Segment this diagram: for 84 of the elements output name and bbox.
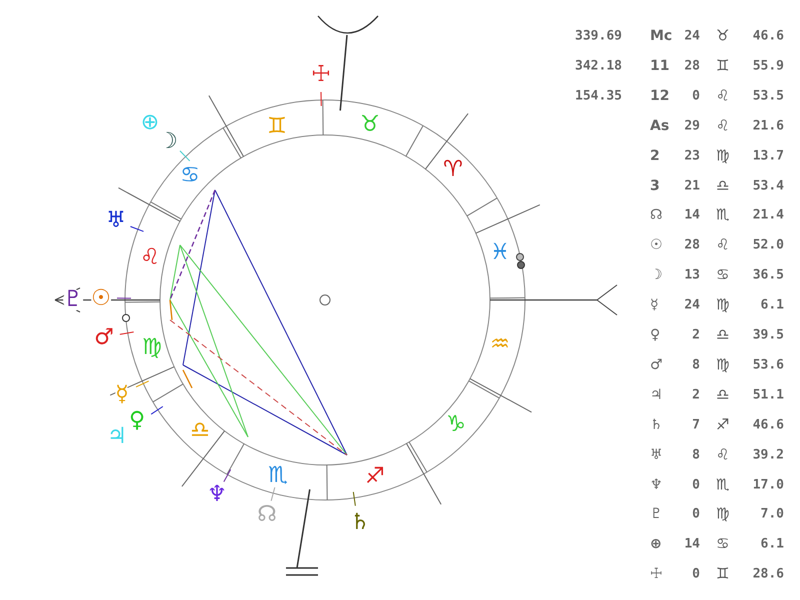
minutes-value: 6.1 bbox=[760, 298, 784, 312]
sign-symbol: ♎ bbox=[716, 328, 730, 342]
minutes-value: 21.4 bbox=[752, 208, 784, 222]
minutes-value: 6.1 bbox=[760, 538, 784, 551]
sign-symbol: ♎ bbox=[716, 387, 730, 402]
minutes-value: 17.0 bbox=[752, 478, 784, 491]
minutes-value: 28.6 bbox=[752, 568, 784, 581]
degree-value: 24 bbox=[684, 30, 700, 42]
point-label: ☿ bbox=[650, 298, 659, 312]
degree-value: 8 bbox=[692, 358, 700, 372]
sign-symbol: ♏ bbox=[716, 208, 730, 223]
sign-symbol: ♋ bbox=[716, 268, 730, 283]
point-label: ☊ bbox=[650, 208, 662, 222]
minutes-value: 53.4 bbox=[752, 179, 784, 192]
planet-symbol: ☿ bbox=[115, 384, 129, 406]
minutes-value: 51.1 bbox=[752, 388, 784, 402]
point-label: 3 bbox=[650, 178, 660, 192]
minutes-value: 53.5 bbox=[752, 89, 784, 102]
sign-symbol: ♍ bbox=[716, 148, 730, 164]
sign-symbol: ♌ bbox=[716, 88, 730, 104]
sign-symbol: ♍ bbox=[716, 506, 730, 522]
point-label: ⊕ bbox=[650, 537, 662, 552]
sign-symbol: ♎ bbox=[716, 178, 730, 193]
planet-symbol: ♇ bbox=[63, 289, 83, 311]
degree-value: 28 bbox=[684, 238, 700, 252]
point-label: 12 bbox=[650, 88, 670, 103]
degree-value: 23 bbox=[684, 149, 700, 162]
degree-value: 7 bbox=[692, 418, 700, 432]
point-label: ☩ bbox=[650, 567, 663, 582]
point-label: ☽ bbox=[650, 268, 663, 282]
point-label: ♂ bbox=[650, 358, 663, 372]
minutes-value: 13.7 bbox=[752, 149, 784, 162]
degree-value: 0 bbox=[692, 89, 700, 102]
degree-value: 0 bbox=[692, 478, 700, 491]
sign-symbol: ♐ bbox=[716, 417, 730, 432]
sign-symbol: ♉ bbox=[716, 28, 730, 44]
point-label: ♇ bbox=[650, 507, 663, 522]
sign-symbol: ♍ bbox=[716, 298, 730, 313]
longitude-value: 154.35 bbox=[575, 89, 622, 102]
sign-symbol: ♍ bbox=[716, 357, 730, 372]
minutes-value: 7.0 bbox=[760, 508, 784, 521]
minutes-value: 53.6 bbox=[752, 358, 784, 372]
longitude-value: 342.18 bbox=[575, 59, 622, 72]
degree-value: 29 bbox=[684, 119, 700, 132]
point-label: Mc bbox=[650, 29, 672, 43]
sign-symbol: ♌ bbox=[716, 447, 730, 462]
sign-symbol: ♊ bbox=[716, 566, 730, 582]
planet-symbol: ♀ bbox=[128, 410, 146, 432]
point-label: ♃ bbox=[650, 388, 663, 402]
degree-value: 2 bbox=[692, 388, 700, 402]
minutes-value: 46.6 bbox=[752, 418, 784, 432]
degree-value: 21 bbox=[684, 179, 700, 192]
minutes-value: 21.6 bbox=[752, 119, 784, 132]
sign-symbol: ♌ bbox=[716, 238, 730, 253]
point-label: ♀ bbox=[650, 328, 660, 342]
sign-symbol: ♋ bbox=[716, 536, 730, 552]
degree-value: 28 bbox=[684, 59, 700, 72]
degree-value: 24 bbox=[684, 298, 700, 312]
degree-value: 2 bbox=[692, 328, 700, 342]
minutes-value: 36.5 bbox=[752, 268, 784, 282]
minutes-value: 46.6 bbox=[752, 30, 784, 42]
point-label: 2 bbox=[650, 148, 660, 163]
minutes-value: 55.9 bbox=[752, 59, 784, 72]
point-label: 11 bbox=[650, 58, 670, 73]
sign-symbol: ♊ bbox=[716, 58, 730, 74]
longitude-value: 339.69 bbox=[575, 30, 622, 42]
degree-value: 14 bbox=[684, 538, 700, 551]
point-label: ♅ bbox=[650, 448, 663, 462]
degree-value: 14 bbox=[684, 208, 700, 222]
degree-value: 0 bbox=[692, 568, 700, 581]
minutes-value: 52.0 bbox=[752, 238, 784, 252]
point-label: ♄ bbox=[650, 418, 663, 432]
minutes-value: 39.5 bbox=[752, 328, 784, 342]
minutes-value: 39.2 bbox=[752, 448, 784, 462]
degree-value: 8 bbox=[692, 448, 700, 462]
zodiac-sign: ♍ bbox=[142, 337, 162, 359]
zodiac-sign: ♏ bbox=[268, 465, 288, 487]
sign-symbol: ♏ bbox=[716, 477, 730, 492]
degree-value: 0 bbox=[692, 508, 700, 521]
point-label: ☉ bbox=[650, 238, 663, 252]
point-label: ♆ bbox=[650, 478, 663, 492]
degree-value: 13 bbox=[684, 268, 700, 282]
point-label: As bbox=[650, 118, 670, 133]
sign-symbol: ♌ bbox=[716, 118, 730, 134]
